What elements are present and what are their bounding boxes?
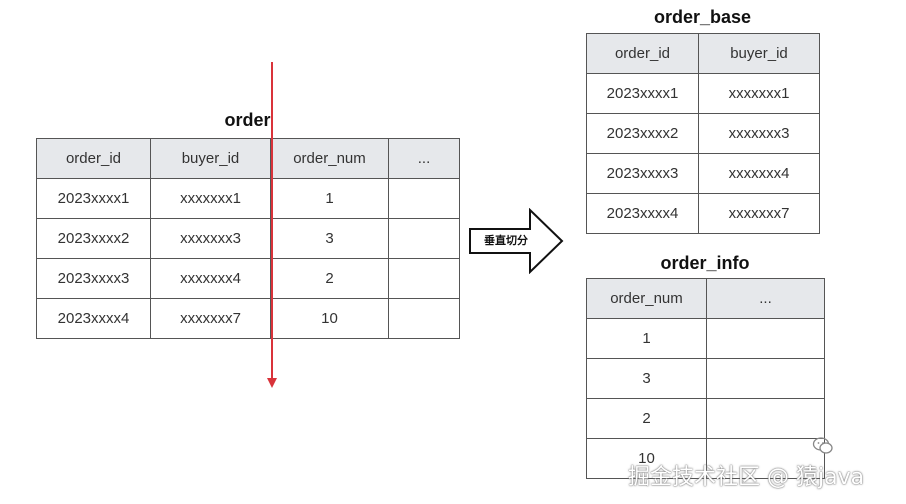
column-header: ...	[388, 138, 460, 179]
order-table: order_id buyer_id order_num ... 2023xxxx…	[36, 138, 460, 339]
order-info-table-title: order_info	[660, 253, 750, 273]
wechat-icon	[812, 437, 833, 454]
table-header-row: order_id buyer_id	[586, 33, 820, 74]
table-row: 2023xxxx4 xxxxxxx7	[586, 193, 820, 234]
table-cell: 1	[586, 318, 707, 359]
column-header: order_num	[586, 278, 707, 319]
table-cell	[706, 438, 825, 479]
table-cell: 2	[270, 258, 389, 299]
table-cell: 2023xxxx2	[586, 113, 699, 154]
table-row: 2023xxxx2 xxxxxxx3 3	[36, 218, 460, 259]
table-row: 2023xxxx2 xxxxxxx3	[586, 113, 820, 154]
split-arrow-icon	[469, 208, 564, 274]
table-cell: 2023xxxx4	[36, 298, 151, 339]
column-header: ...	[706, 278, 825, 319]
column-header: order_id	[36, 138, 151, 179]
table-row: 1	[586, 318, 825, 359]
table-cell: 2023xxxx2	[36, 218, 151, 259]
table-row: 2023xxxx1 xxxxxxx1	[586, 73, 820, 114]
table-cell: 2023xxxx1	[36, 178, 151, 219]
table-cell	[706, 358, 825, 399]
column-header: buyer_id	[150, 138, 271, 179]
table-row: 2	[586, 398, 825, 439]
table-cell	[388, 298, 460, 339]
table-cell: xxxxxxx7	[698, 193, 820, 234]
table-cell: 10	[586, 438, 707, 479]
watermark-text: 掘金技术社区 @ 猿java	[628, 465, 865, 490]
column-header: order_num	[270, 138, 389, 179]
table-cell: 2	[586, 398, 707, 439]
table-cell: xxxxxxx4	[698, 153, 820, 194]
table-row: 2023xxxx3 xxxxxxx4 2	[36, 258, 460, 299]
table-cell	[706, 398, 825, 439]
table-cell	[388, 218, 460, 259]
table-cell: xxxxxxx1	[698, 73, 820, 114]
order-base-table: order_id buyer_id 2023xxxx1 xxxxxxx1 202…	[586, 33, 820, 234]
table-cell: 3	[586, 358, 707, 399]
table-cell	[706, 318, 825, 359]
table-cell: 1	[270, 178, 389, 219]
table-cell: xxxxxxx1	[150, 178, 271, 219]
table-cell: 10	[270, 298, 389, 339]
table-row: 2023xxxx4 xxxxxxx7 10	[36, 298, 460, 339]
table-cell	[388, 178, 460, 219]
column-header: buyer_id	[698, 33, 820, 74]
vertical-split-line	[267, 62, 277, 388]
table-cell: xxxxxxx3	[698, 113, 820, 154]
table-cell: 2023xxxx3	[36, 258, 151, 299]
column-header: order_id	[586, 33, 699, 74]
table-cell: xxxxxxx7	[150, 298, 271, 339]
split-label: 垂直切分	[484, 234, 528, 247]
table-cell: 2023xxxx3	[586, 153, 699, 194]
table-row: 3	[586, 358, 825, 399]
table-header-row: order_id buyer_id order_num ...	[36, 138, 460, 179]
table-cell: 2023xxxx1	[586, 73, 699, 114]
table-cell: 2023xxxx4	[586, 193, 699, 234]
order-info-table: order_num ... 1 3 2 10	[586, 278, 825, 479]
table-row: 10	[586, 438, 825, 479]
table-cell: xxxxxxx4	[150, 258, 271, 299]
table-cell: 3	[270, 218, 389, 259]
table-header-row: order_num ...	[586, 278, 825, 319]
table-row: 2023xxxx1 xxxxxxx1 1	[36, 178, 460, 219]
table-cell	[388, 258, 460, 299]
order-table-title: order	[224, 110, 271, 130]
table-cell: xxxxxxx3	[150, 218, 271, 259]
order-base-table-title: order_base	[653, 7, 752, 27]
watermark: 掘金技术社区 @ 猿java	[628, 455, 898, 491]
table-row: 2023xxxx3 xxxxxxx4	[586, 153, 820, 194]
